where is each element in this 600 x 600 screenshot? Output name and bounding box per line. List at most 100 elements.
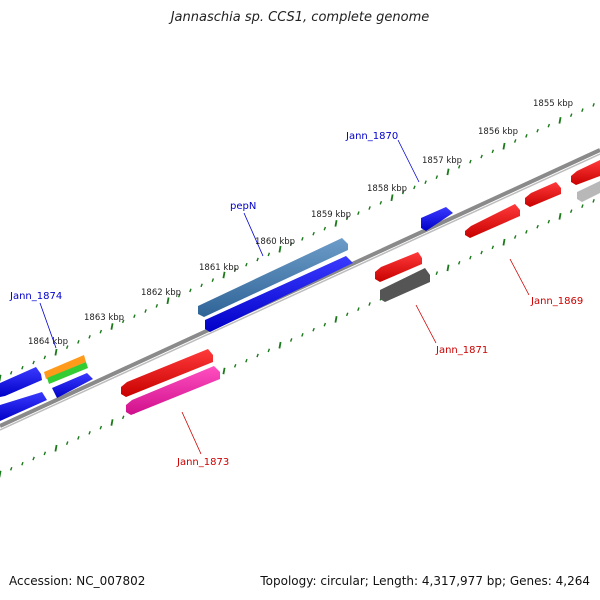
gene-arrow[interactable]: [205, 256, 353, 332]
minor-tick: [469, 255, 472, 260]
minor-tick: [368, 206, 371, 210]
minor-tick: [32, 360, 35, 365]
major-tick: [278, 245, 282, 253]
minor-tick: [547, 219, 551, 224]
minor-tick: [21, 365, 24, 370]
gene-arrow-Jann_1870[interactable]: [421, 207, 453, 231]
genome-backbone-shadow: [0, 153, 600, 431]
major-tick: [446, 264, 450, 272]
kbp-label: 1855 kbp: [533, 99, 573, 109]
major-tick: [558, 213, 562, 220]
minor-tick: [581, 108, 584, 112]
gene-arrow[interactable]: [44, 355, 86, 379]
minor-tick: [99, 425, 103, 430]
gene-arrow-pepN[interactable]: [198, 238, 348, 317]
gene-label: Jann_1873: [176, 457, 229, 468]
minor-tick: [267, 348, 271, 353]
minor-tick: [200, 283, 203, 288]
gene-arrow[interactable]: [571, 160, 600, 185]
minor-tick: [289, 242, 293, 246]
minor-tick: [121, 415, 125, 420]
kbp-label: 1862 kbp: [141, 288, 181, 298]
minor-tick: [256, 353, 259, 358]
minor-tick: [88, 430, 91, 435]
gene-arrow-Jann_1871[interactable]: [380, 268, 430, 302]
kbp-label: 1860 kbp: [255, 237, 295, 247]
minor-tick: [491, 149, 495, 154]
minor-tick: [233, 267, 237, 272]
minor-tick: [65, 441, 69, 445]
kbp-labels: 1855 kbp 1856 kbp 1857 kbp 1858 kbp 1859…: [28, 99, 573, 347]
minor-tick: [155, 304, 159, 308]
minor-tick: [21, 461, 24, 466]
minor-tick: [211, 278, 215, 282]
minor-tick: [133, 314, 136, 319]
minor-tick: [121, 319, 125, 324]
outer-tick-track: [0, 103, 595, 382]
minor-tick: [32, 456, 35, 461]
major-tick: [54, 348, 58, 356]
minor-tick: [469, 159, 472, 164]
minor-tick: [245, 262, 248, 267]
reverse-strand-genes: [121, 160, 600, 415]
minor-tick: [435, 271, 439, 275]
minor-tick: [144, 309, 147, 313]
minor-tick: [345, 312, 349, 317]
minor-tick: [379, 200, 383, 205]
minor-tick: [88, 334, 91, 339]
major-tick: [54, 444, 58, 452]
minor-tick: [323, 226, 327, 231]
minor-tick: [9, 370, 13, 375]
major-tick: [502, 238, 506, 246]
minor-tick: [77, 340, 80, 344]
minor-tick: [312, 327, 315, 332]
gene-label: Jann_1870: [345, 131, 398, 142]
minor-tick: [189, 288, 192, 293]
minor-tick: [480, 250, 483, 255]
minor-tick: [581, 204, 584, 208]
minor-tick: [536, 224, 539, 229]
minor-tick: [357, 307, 360, 311]
minor-tick: [43, 355, 47, 360]
minor-tick: [245, 358, 248, 363]
minor-tick: [525, 134, 528, 138]
gene-arrow[interactable]: [0, 367, 42, 397]
minor-tick: [345, 216, 349, 221]
gene-arrow[interactable]: [0, 392, 47, 421]
minor-tick: [65, 345, 69, 349]
gene-arrow[interactable]: [525, 182, 561, 207]
minor-tick: [233, 363, 237, 368]
minor-tick: [401, 190, 405, 195]
minor-tick: [525, 230, 528, 234]
gene-label: Jann_1869: [530, 296, 583, 307]
minor-tick: [289, 338, 293, 342]
major-tick: [0, 374, 2, 382]
map-title: Jannaschia sp. CCS1, complete genome: [170, 10, 430, 25]
gene-arrow[interactable]: [52, 373, 93, 398]
gene-arrow[interactable]: [121, 349, 213, 397]
kbp-label: 1863 kbp: [84, 313, 124, 323]
gene-arrow[interactable]: [375, 252, 422, 282]
minor-tick: [357, 211, 360, 215]
major-tick: [502, 142, 506, 150]
gene-labels: Jann_1870 pepN Jann_1874 Jann_1869 Jann_…: [9, 131, 583, 468]
gene-arrow[interactable]: [577, 181, 600, 202]
gene-arrow[interactable]: [47, 362, 88, 384]
minor-tick: [177, 293, 181, 298]
major-tick: [110, 323, 114, 330]
minor-tick: [301, 333, 304, 337]
minor-tick: [536, 128, 539, 133]
minor-tick: [480, 154, 483, 159]
minor-tick: [457, 164, 461, 169]
minor-tick: [592, 199, 595, 203]
minor-tick: [592, 103, 595, 107]
minor-tick: [457, 260, 461, 265]
kbp-label: 1859 kbp: [311, 210, 351, 220]
gene-arrow-Jann_1869[interactable]: [465, 204, 520, 238]
gene-arrow-Jann_1873[interactable]: [126, 366, 220, 415]
minor-tick: [513, 235, 517, 239]
kbp-label: 1864 kbp: [28, 337, 68, 347]
genome-summary-text: Topology: circular; Length: 4,317,977 bp…: [260, 574, 590, 588]
kbp-label: 1861 kbp: [199, 263, 239, 273]
minor-tick: [43, 451, 47, 456]
